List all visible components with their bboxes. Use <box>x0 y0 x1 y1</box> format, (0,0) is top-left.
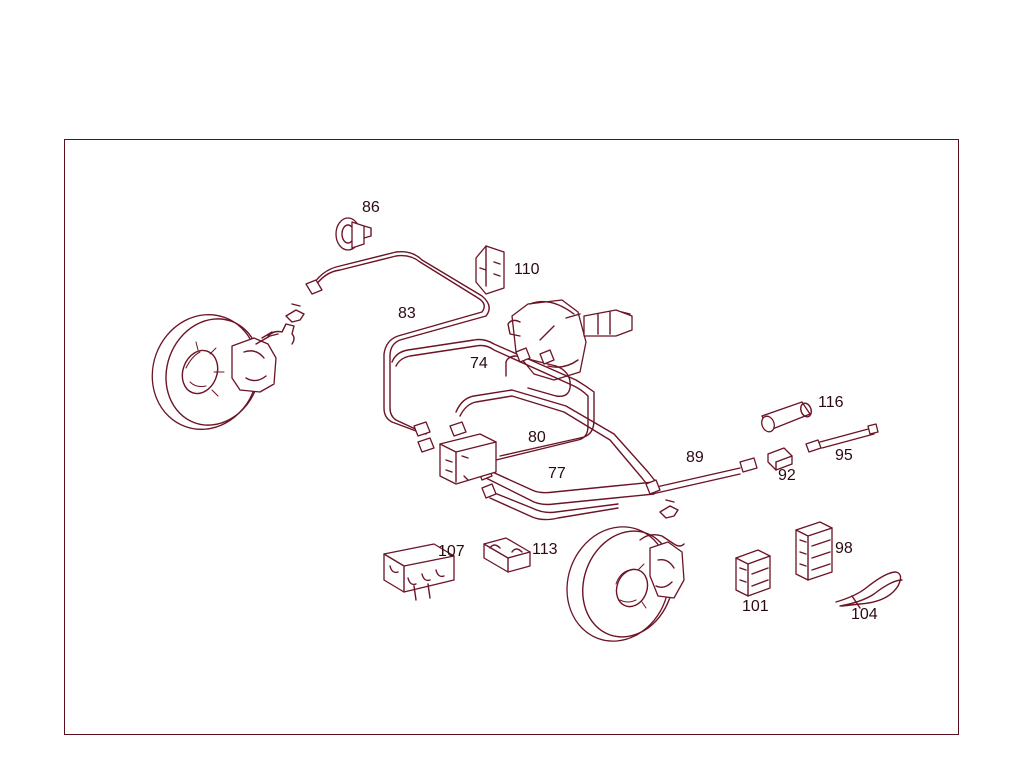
callout-74[interactable]: 74 <box>470 355 488 372</box>
callout-77[interactable]: 77 <box>548 465 566 482</box>
distribution-block[interactable] <box>439 433 497 485</box>
clip-part-107[interactable] <box>383 543 455 601</box>
left-hose-bracket[interactable] <box>285 303 305 323</box>
callout-113[interactable]: 113 <box>532 541 558 558</box>
clip-part-113[interactable] <box>483 537 531 573</box>
right-brake-disc[interactable] <box>551 512 688 655</box>
master-cylinder[interactable] <box>507 299 633 381</box>
callout-95[interactable]: 95 <box>835 447 853 464</box>
callout-110[interactable]: 110 <box>514 261 540 278</box>
grommet-part-86[interactable] <box>335 217 372 251</box>
clip-part-110[interactable] <box>475 245 505 295</box>
callout-101[interactable]: 101 <box>742 598 769 615</box>
callout-98[interactable]: 98 <box>835 540 853 557</box>
callout-80[interactable]: 80 <box>528 429 546 446</box>
diagram-frame <box>64 139 959 735</box>
callout-86[interactable]: 86 <box>362 199 380 216</box>
cable-tie-part-104[interactable] <box>835 571 903 609</box>
callout-92[interactable]: 92 <box>778 467 796 484</box>
bolt-part-95[interactable] <box>805 423 879 453</box>
right-hose-bracket[interactable] <box>659 499 679 519</box>
callout-89[interactable]: 89 <box>686 449 704 466</box>
nut-part-92[interactable] <box>767 447 793 471</box>
brake-line-83[interactable] <box>305 250 490 435</box>
sleeve-part-116[interactable] <box>760 401 813 434</box>
callout-107[interactable]: 107 <box>438 543 465 560</box>
left-brake-disc[interactable] <box>136 300 295 445</box>
brake-line-89[interactable] <box>651 457 758 495</box>
clip-part-98[interactable] <box>795 521 833 581</box>
clip-part-101[interactable] <box>735 549 771 597</box>
callout-83[interactable]: 83 <box>398 305 416 322</box>
brake-line-77[interactable] <box>485 469 655 521</box>
callout-104[interactable]: 104 <box>851 606 878 623</box>
brake-line-80[interactable] <box>455 355 657 489</box>
callout-116[interactable]: 116 <box>818 394 844 411</box>
